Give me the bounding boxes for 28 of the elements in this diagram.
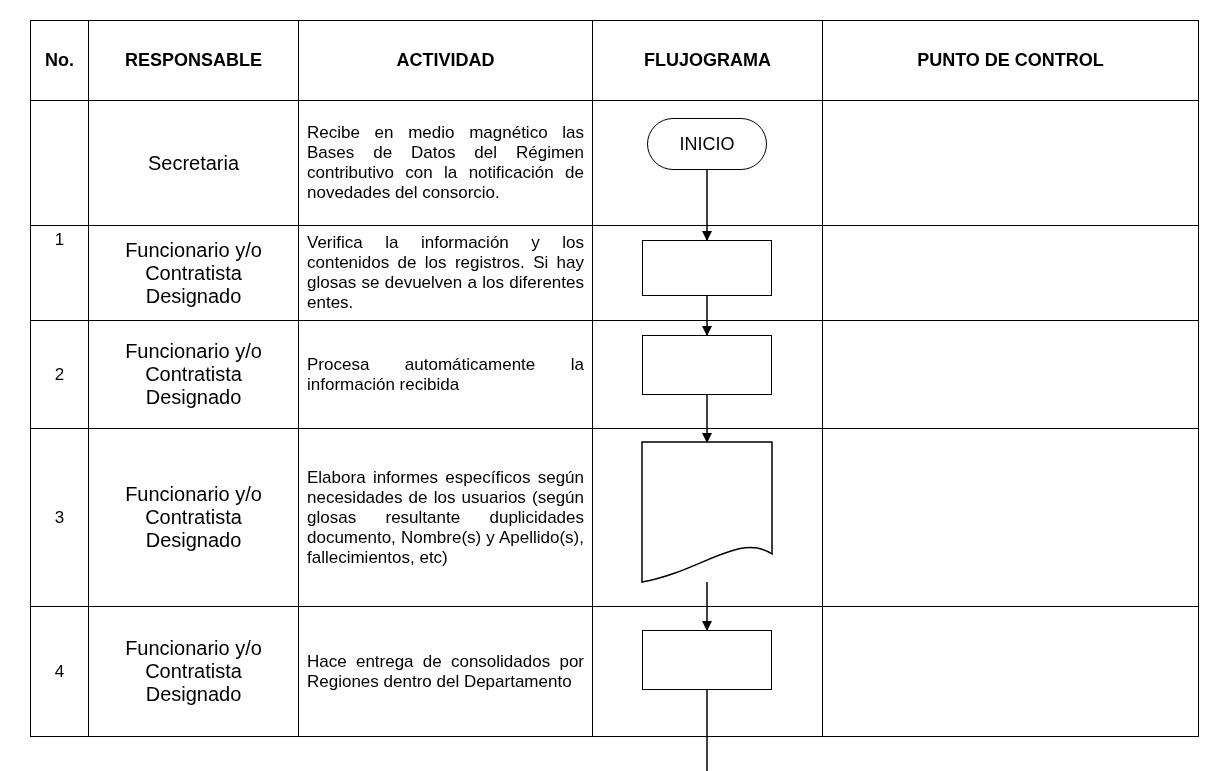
responsible-role: Funcionario y/o Contratista Designado	[125, 637, 262, 705]
row-number: 3	[54, 507, 65, 527]
process-box	[642, 630, 772, 690]
column-header: ACTIVIDAD	[396, 50, 495, 70]
responsible-role: Funcionario y/o Contratista Designado	[125, 340, 262, 408]
responsible-role: Funcionario y/o Contratista Designado	[125, 483, 262, 551]
activity-description: Verifica la información y los contenidos de los registros. Si hay glosas se devuelven a los diferentes entes.	[307, 233, 584, 313]
arrow	[702, 394, 712, 443]
activity-description: Recibe en medio magnético las Bases de Datos del Régimen contributivo con la notificación de novedades del consorcio.	[307, 123, 584, 203]
responsible-role: Secretaria	[147, 151, 240, 174]
row-number: 4	[54, 661, 65, 681]
arrow	[702, 169, 712, 241]
activity-description: Hace entrega de consolidados por Regiones dentro del Departamento	[307, 651, 584, 692]
column-header: No.	[45, 50, 74, 70]
process-box	[642, 240, 772, 296]
column-header: PUNTO DE CONTROL	[917, 50, 1104, 70]
column-header: FLUJOGRAMA	[644, 50, 771, 70]
arrow	[702, 295, 712, 336]
activity-description: Procesa automáticamente la información recibida	[307, 354, 584, 395]
document-shape	[641, 441, 773, 583]
process-box	[642, 335, 772, 395]
arrow	[702, 581, 712, 631]
activity-description: Elabora informes específicos según necesidades de los usuarios (según glosas resultante duplicidades documento, Nombre(s) y Apellido(s), fallecimientos, etc)	[307, 467, 584, 568]
responsible-role: Funcionario y/o Contratista Designado	[125, 238, 262, 307]
row-number: 2	[54, 364, 65, 384]
row-number: 1	[54, 230, 65, 249]
start-terminal: INICIO	[647, 118, 767, 170]
column-header: RESPONSABLE	[125, 50, 262, 70]
